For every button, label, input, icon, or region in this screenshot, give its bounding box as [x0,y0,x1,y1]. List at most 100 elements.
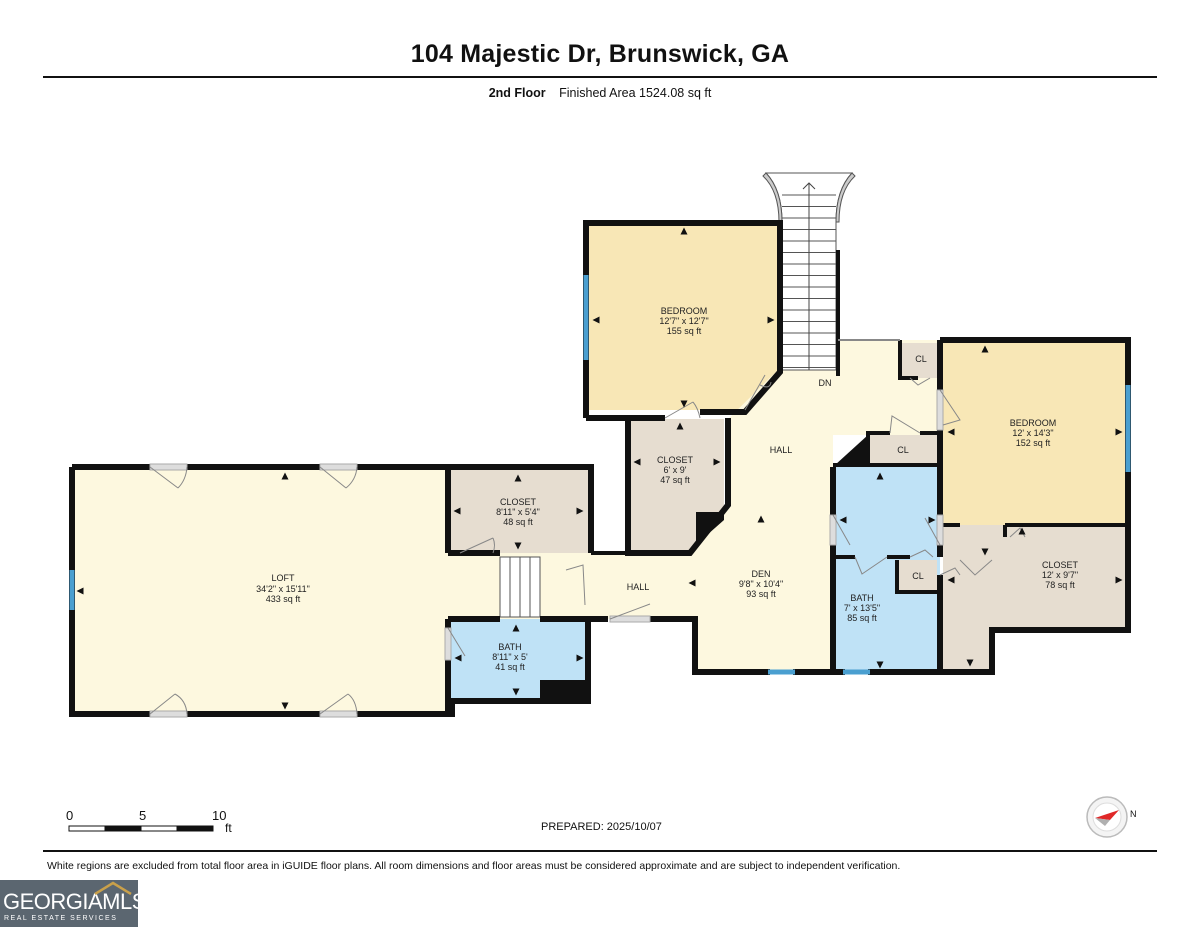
closet-c-area-label: 78 sq ft [1045,580,1075,590]
cl2-label: CL [897,445,909,455]
cl1-label: CL [915,354,927,364]
loft-name: LOFT [271,573,295,583]
chase-closet-a [690,512,724,550]
dimension-arrow-icon [592,316,600,324]
bedroom1-area-label: 155 sq ft [667,326,702,336]
dimension-arrow-icon [1018,527,1026,535]
dimension-arrow-icon [1115,428,1123,436]
bedroom2-name: BEDROOM [1010,418,1057,428]
dimension-arrows [76,227,1123,710]
dimension-arrow-icon [576,507,584,515]
dimension-arrow-icon [512,624,520,632]
cl1-area [900,343,938,378]
compass-north-label: N [1130,809,1136,819]
bedroom2-area-label: 152 sq ft [1016,438,1051,448]
room-labels: BEDROOM 12'7" x 12'7" 155 sq ft BEDROOM … [256,306,1078,672]
dimension-arrow-icon [514,474,522,482]
closet-c-dims: 12' x 9'7" [1042,570,1078,580]
bath2-upper-area [835,467,940,557]
closet-a-name: CLOSET [657,455,694,465]
scale-tick-5: 5 [139,808,147,823]
compass-icon: N [1086,796,1136,838]
prepared-date: PREPARED: 2025/10/07 [541,821,662,833]
bath2-dims: 7' x 13'5" [844,603,880,613]
scale-bar [68,825,214,832]
bedroom1-name: BEDROOM [661,306,708,316]
logo-brand: GEORGIAMLS [3,889,146,914]
dimension-arrow-icon [688,579,696,587]
hall-bottom-label: HALL [627,582,650,592]
scale-unit: ft [225,821,232,835]
main-staircase [762,172,856,371]
dimension-arrow-icon [514,542,522,550]
dimension-arrow-icon [680,400,688,408]
hall-den-area [590,340,940,670]
dimension-arrow-icon [1115,576,1123,584]
floor-label: 2nd Floor [488,86,546,100]
header-divider [43,76,1157,78]
den-area-label: 93 sq ft [746,589,776,599]
scale-tick-10: 10 [212,808,227,823]
dimension-arrow-icon [757,515,765,523]
dimension-arrow-icon [767,316,775,324]
closet-a-dims: 6' x 9' [664,465,687,475]
bath1-area-label: 41 sq ft [495,662,525,672]
finished-area: Finished Area 1524.08 sq ft [559,86,712,100]
footer-divider [43,850,1157,852]
den-dims: 9'8" x 10'4" [739,579,783,589]
dimension-arrow-icon [281,472,289,480]
cl2-area [868,435,940,465]
stair-dn-label: DN [819,378,832,388]
dimension-arrow-icon [947,576,955,584]
dimension-arrow-icon [876,472,884,480]
bath2-area-label: 85 sq ft [847,613,877,623]
bedroom1-dims: 12'7" x 12'7" [659,316,708,326]
dimension-arrow-icon [454,654,462,662]
logo-subtitle: REAL ESTATE SERVICES [4,915,118,922]
dimension-arrow-icon [981,548,989,556]
doors [149,374,1026,718]
bedroom2-dims: 12' x 14'3" [1012,428,1053,438]
closet-b-area [450,469,588,553]
dimension-arrow-icon [947,428,955,436]
closet-c-name: CLOSET [1042,560,1079,570]
bedroom2-area [943,343,1126,525]
den-name: DEN [751,569,770,579]
loft-staircase [499,556,541,618]
dimension-arrow-icon [928,516,936,524]
chase-bath2 [835,435,868,465]
dimension-arrow-icon [281,702,289,710]
dimension-arrow-icon [713,458,721,466]
cl3-label: CL [912,571,924,581]
dimension-arrow-icon [966,659,974,667]
dimension-arrow-icon [453,507,461,515]
cl3-area [897,560,937,592]
logo-roof-icon [94,881,132,895]
walls [69,220,1131,717]
closet-b-area-label: 48 sq ft [503,517,533,527]
dimension-arrow-icon [512,688,520,696]
loft-area [74,469,450,712]
dimension-arrow-icon [680,227,688,235]
dimension-arrow-icon [839,516,847,524]
bath1-dims: 8'11" x 5' [492,652,528,662]
bath1-name: BATH [498,642,521,652]
dimension-arrow-icon [876,661,884,669]
chase-bath1 [540,680,586,700]
closet-a-area-label: 47 sq ft [660,475,690,485]
floor-subtitle: 2nd Floor Finished Area 1524.08 sq ft [0,86,1200,100]
windows [69,275,1131,675]
dimension-arrow-icon [576,654,584,662]
disclaimer-text: White regions are excluded from total fl… [47,860,901,872]
bedroom1-area [588,225,778,410]
closet-c-area [943,525,1126,670]
scale-tick-0: 0 [66,808,74,823]
dimension-arrow-icon [981,345,989,353]
dimension-arrow-icon [633,458,641,466]
georgia-mls-logo: GEORGIAMLS REAL ESTATE SERVICES [0,880,146,927]
closet-b-name: CLOSET [500,497,537,507]
loft-area-label: 433 sq ft [266,594,301,604]
page-title: 104 Majestic Dr, Brunswick, GA [410,40,790,68]
hall-top-label: HALL [770,445,793,455]
